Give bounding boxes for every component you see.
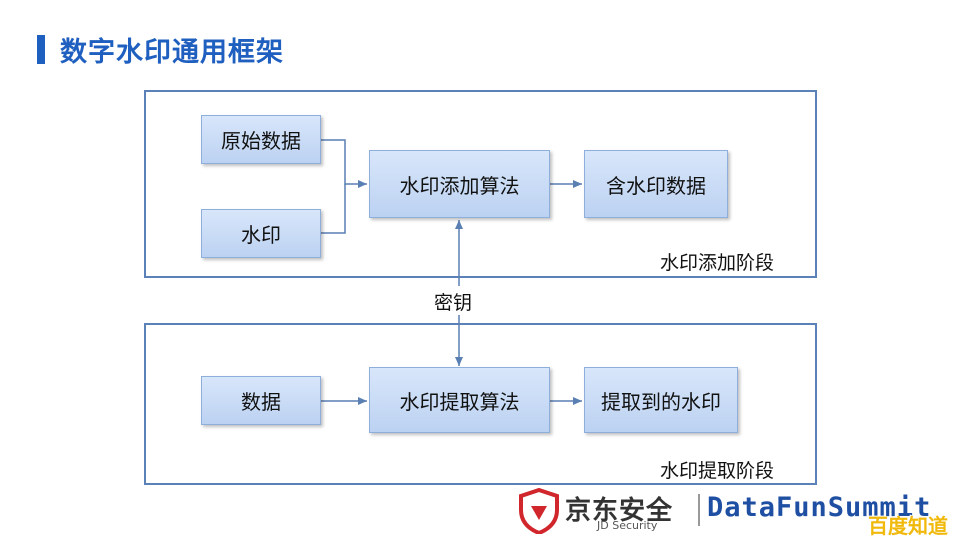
key-label: 密钥 bbox=[434, 288, 473, 315]
original-data-box: 原始数据 bbox=[201, 115, 321, 164]
extraction-algorithm-box: 水印提取算法 bbox=[369, 367, 550, 433]
watermark-box: 水印 bbox=[201, 209, 321, 258]
jd-security-logo-subtext: JD Security bbox=[597, 519, 658, 532]
jd-security-logo-text: 京东安全 bbox=[565, 496, 674, 526]
logo-divider bbox=[698, 494, 700, 526]
watermarked-data-box: 含水印数据 bbox=[584, 150, 728, 218]
extraction-stage-label: 水印提取阶段 bbox=[660, 460, 775, 482]
title-accent-bar bbox=[37, 35, 45, 64]
embedding-stage-frame bbox=[144, 90, 817, 278]
extracted-watermark-box: 提取到的水印 bbox=[584, 367, 738, 433]
data-box: 数据 bbox=[201, 376, 321, 425]
footer-logos: 京东安全 JD Security DataFunSummit bbox=[517, 488, 957, 536]
datafun-summit-logo: DataFunSummit bbox=[707, 492, 932, 523]
extraction-stage-frame bbox=[144, 323, 817, 485]
arrow-original-data bbox=[321, 139, 367, 188]
page-title: 数字水印通用框架 bbox=[60, 37, 284, 68]
embedding-algorithm-box: 水印添加算法 bbox=[369, 150, 550, 218]
site-watermark: 百度知道 bbox=[868, 514, 948, 538]
embedding-stage-label: 水印添加阶段 bbox=[660, 252, 775, 274]
arrow-watermark bbox=[321, 184, 346, 234]
jd-security-shield-icon bbox=[519, 488, 559, 534]
